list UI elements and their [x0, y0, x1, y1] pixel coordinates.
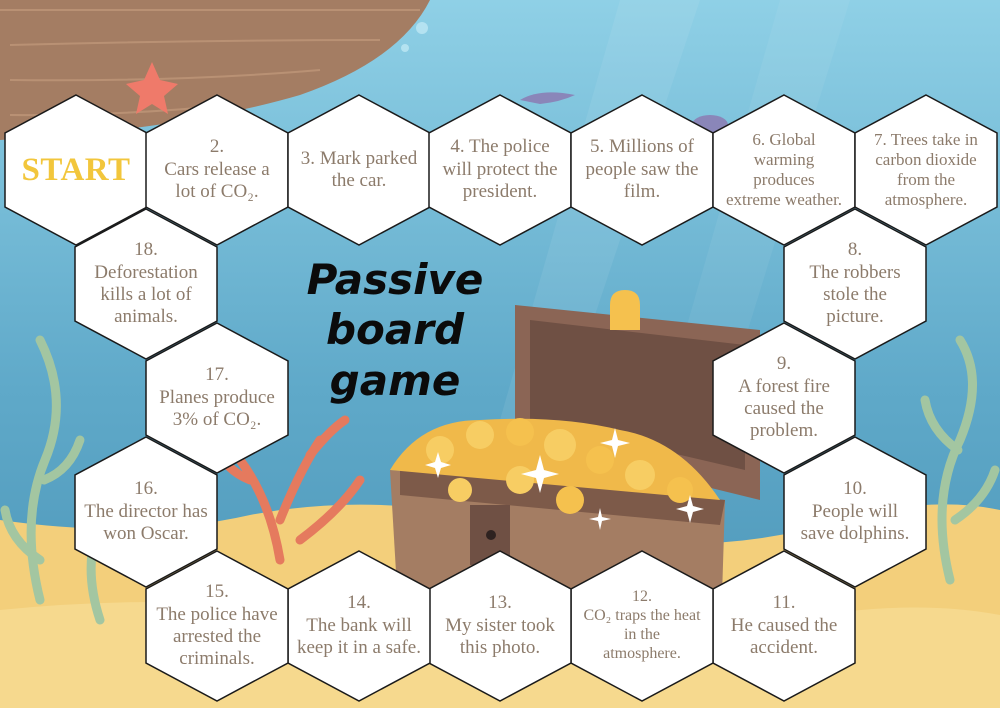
board-cell-text: 11. He caused the accident. — [730, 592, 838, 659]
board-cell-11[interactable]: 11. He caused the accident. — [712, 550, 856, 702]
board-cell-text: 15. The police have arrested the crimina… — [156, 581, 278, 670]
board-cell-8[interactable]: 8. The robbers stole the picture. — [783, 208, 927, 360]
board-cell-12[interactable]: 12. CO₂ traps the heat in the atmosphere… — [570, 550, 714, 702]
hexagon-shape — [854, 94, 998, 246]
board-cell-5[interactable]: 5. Millions of people saw the film. — [570, 94, 714, 246]
board-cell-text: 12. CO₂ traps the heat in the atmosphere… — [583, 588, 701, 662]
board-cell-text: 17. Planes produce 3% of CO₂. — [159, 364, 275, 431]
board-cell-text: 3. Mark parked the car. — [300, 147, 418, 191]
board-cell-text: 8. The robbers stole the picture. — [809, 239, 901, 328]
board-cell-3[interactable]: 3. Mark parked the car. — [287, 94, 431, 246]
board-cell-17[interactable]: 17. Planes produce 3% of CO₂. — [145, 322, 289, 474]
board-cell-text: 18. Deforestation kills a lot of animals… — [94, 239, 198, 328]
hexagon-shape — [74, 436, 218, 588]
board-cell-start[interactable]: START — [4, 94, 148, 246]
board-cell-18[interactable]: 18. Deforestation kills a lot of animals… — [74, 208, 218, 360]
hexagon-shape — [74, 208, 218, 360]
board-cell-4[interactable]: 4. The police will protect the president… — [428, 94, 572, 246]
board-cell-9[interactable]: 9. A forest fire caused the problem. — [712, 322, 856, 474]
board-cell-text: 10. People will save dolphins. — [800, 478, 910, 545]
game-title: Passive board game — [306, 255, 484, 405]
hexagon-shape — [783, 436, 927, 588]
starfish — [126, 62, 178, 114]
board-cell-text: 2. Cars release a lot of CO₂. — [164, 136, 270, 203]
board-cell-text: 7. Trees take in carbon dioxide from the… — [874, 129, 978, 210]
sparkles — [425, 428, 704, 530]
board-cell-text: 13. My sister took this photo. — [445, 592, 555, 659]
hexagon-shape — [145, 550, 289, 702]
seaweed-right — [920, 335, 1000, 585]
board-cell-text: 14. The bank will keep it in a safe. — [297, 592, 421, 659]
board-cell-text: 5. Millions of people saw the film. — [585, 136, 699, 203]
board-cell-text: 4. The police will protect the president… — [442, 136, 558, 203]
board-cell-text: START — [21, 151, 131, 188]
board-cell-15[interactable]: 15. The police have arrested the crimina… — [145, 550, 289, 702]
hexagon-shape — [145, 322, 289, 474]
board-cell-10[interactable]: 10. People will save dolphins. — [783, 436, 927, 588]
board-cell-text: 9. A forest fire caused the problem. — [738, 353, 830, 442]
board-cell-text: 16. The director has won Oscar. — [84, 478, 208, 545]
board-cell-text: 6. Global warming produces extreme weath… — [725, 129, 843, 210]
hexagon-shape — [783, 208, 927, 360]
hexagon-shape — [712, 322, 856, 474]
board-cell-7[interactable]: 7. Trees take in carbon dioxide from the… — [854, 94, 998, 246]
board-cell-13[interactable]: 13. My sister took this photo. — [428, 550, 572, 702]
board-cell-6[interactable]: 6. Global warming produces extreme weath… — [712, 94, 856, 246]
board-cell-14[interactable]: 14. The bank will keep it in a safe. — [287, 550, 431, 702]
board-cell-16[interactable]: 16. The director has won Oscar. — [74, 436, 218, 588]
